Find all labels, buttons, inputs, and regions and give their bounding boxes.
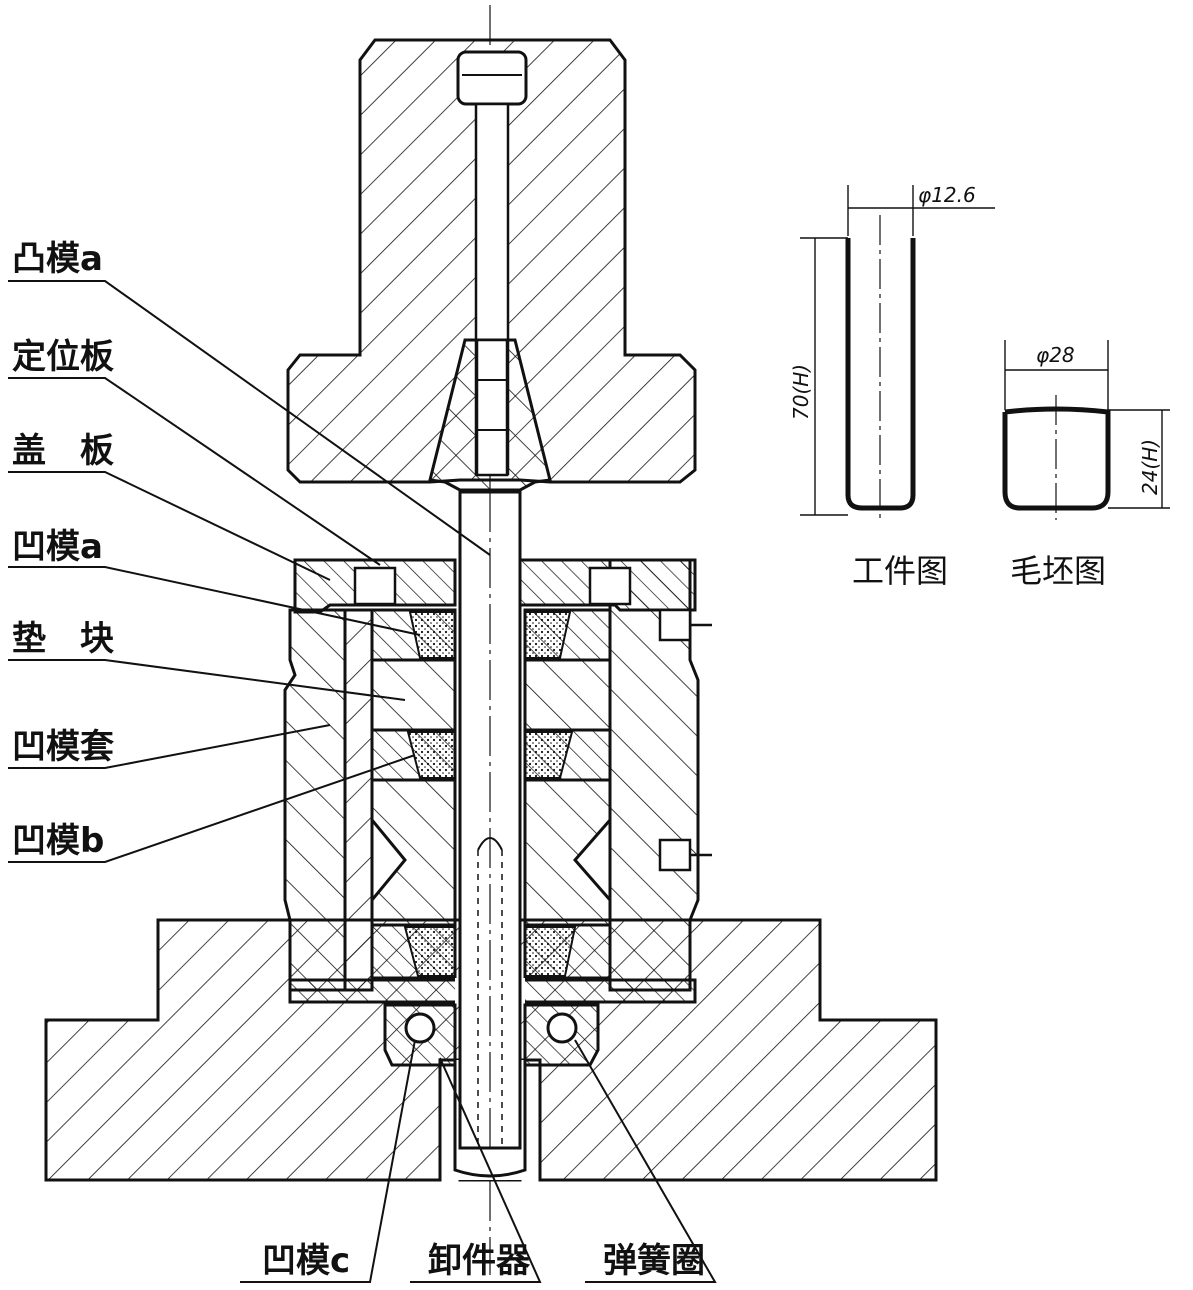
leader-die-sleeve	[8, 724, 331, 769]
blank-caption: 毛坯图	[1010, 552, 1106, 590]
leader-die-b	[8, 754, 416, 863]
label-locating-plate: 定位板	[12, 337, 114, 377]
spacer-left	[370, 658, 457, 732]
leader-cover-plate	[8, 471, 331, 581]
leader-die-a	[8, 566, 421, 636]
label-spacer: 垫 块	[12, 619, 114, 659]
label-die-sleeve: 凹模套	[12, 727, 114, 767]
leader-punch-a	[8, 280, 491, 556]
blank-height: 24(H)	[1138, 439, 1162, 495]
screw-upper-right	[658, 608, 712, 642]
part-height: 70(H)	[789, 364, 813, 420]
screw-lower-right	[658, 838, 712, 872]
blank-diameter: φ28	[1036, 343, 1075, 367]
leader-spring-ring	[574, 1039, 717, 1283]
label-cover-plate: 盖 板	[12, 431, 114, 471]
label-stripper: 卸件器	[428, 1241, 531, 1281]
leader-die-c	[240, 1039, 416, 1283]
die-sleeve-left	[283, 608, 347, 992]
leader-stripper	[410, 1057, 542, 1283]
spacer-right	[523, 658, 612, 732]
part-diameter: φ12.6	[918, 183, 976, 207]
label-spring-ring: 弹簧圈	[603, 1241, 705, 1281]
label-die-a: 凹模a	[12, 527, 103, 567]
label-die-b: 凹模b	[12, 821, 104, 861]
leader-locating-plate	[8, 377, 381, 566]
blank-drawing: φ28 24(H) 毛坯图	[1002, 340, 1170, 590]
spring-ring-left	[404, 1012, 436, 1044]
bolt-head	[456, 50, 528, 106]
leader-spacer	[8, 659, 406, 701]
spring-ring-right	[546, 1012, 578, 1044]
workpiece-drawing: φ12.6 70(H) 工件图	[789, 183, 995, 590]
part-caption: 工件图	[852, 552, 948, 590]
label-punch-a: 凸模a	[12, 239, 103, 279]
label-die-c: 凹模c	[262, 1241, 350, 1281]
middle-ring-left	[370, 778, 457, 927]
